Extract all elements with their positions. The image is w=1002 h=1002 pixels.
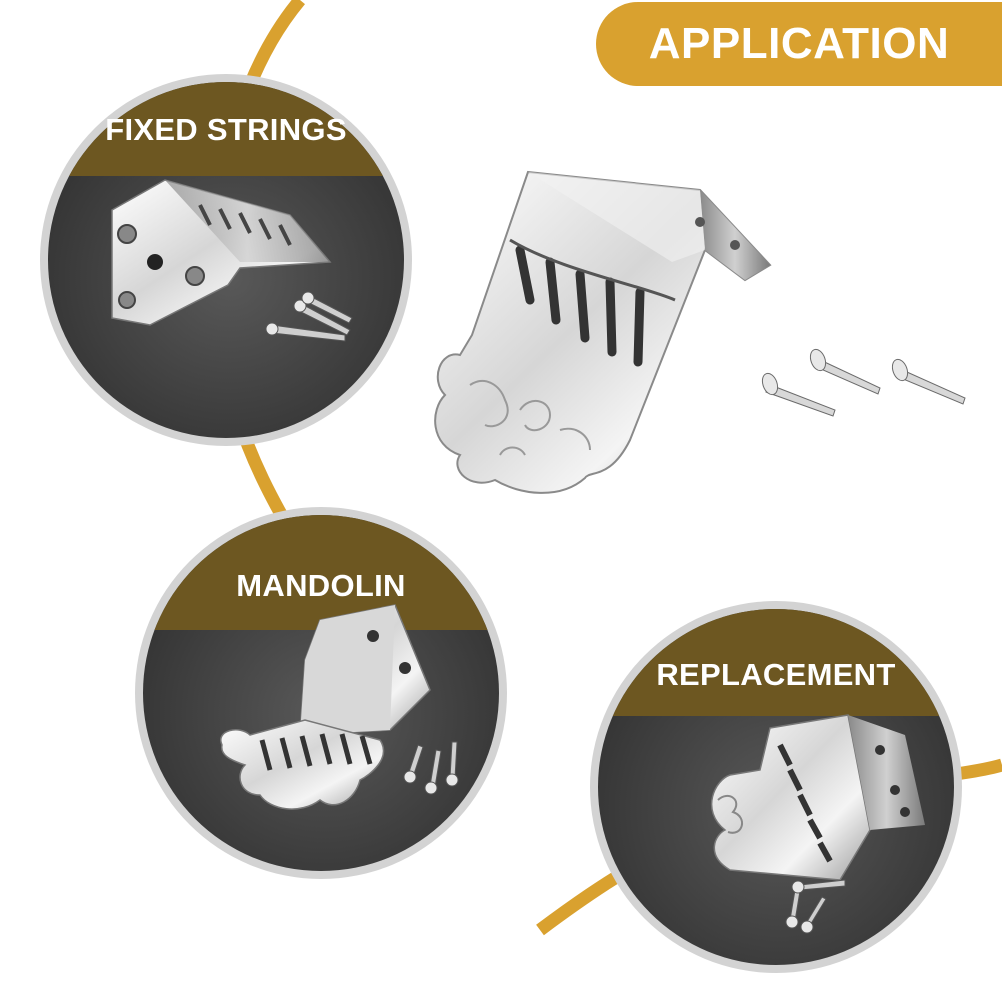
mandolin-label: MANDOLIN <box>236 568 406 603</box>
replacement-panel: REPLACEMENT <box>590 601 962 973</box>
screws-image <box>403 741 459 795</box>
loose-screws-image <box>761 348 966 417</box>
application-banner: APPLICATION <box>596 2 1002 86</box>
fixed-strings-label: FIXED STRINGS <box>105 112 347 147</box>
replacement-label: REPLACEMENT <box>656 657 896 692</box>
application-title: APPLICATION <box>648 19 950 68</box>
tailpiece-image <box>220 604 431 810</box>
mandolin-panel: MANDOLIN <box>135 507 507 879</box>
fixed-strings-panel: FIXED STRINGS <box>40 74 412 446</box>
tailpiece-image <box>710 714 925 881</box>
tailpiece-image <box>111 179 332 326</box>
product-tailpiece-image <box>434 170 772 494</box>
screws-image <box>785 879 846 934</box>
screws-image <box>265 291 353 342</box>
